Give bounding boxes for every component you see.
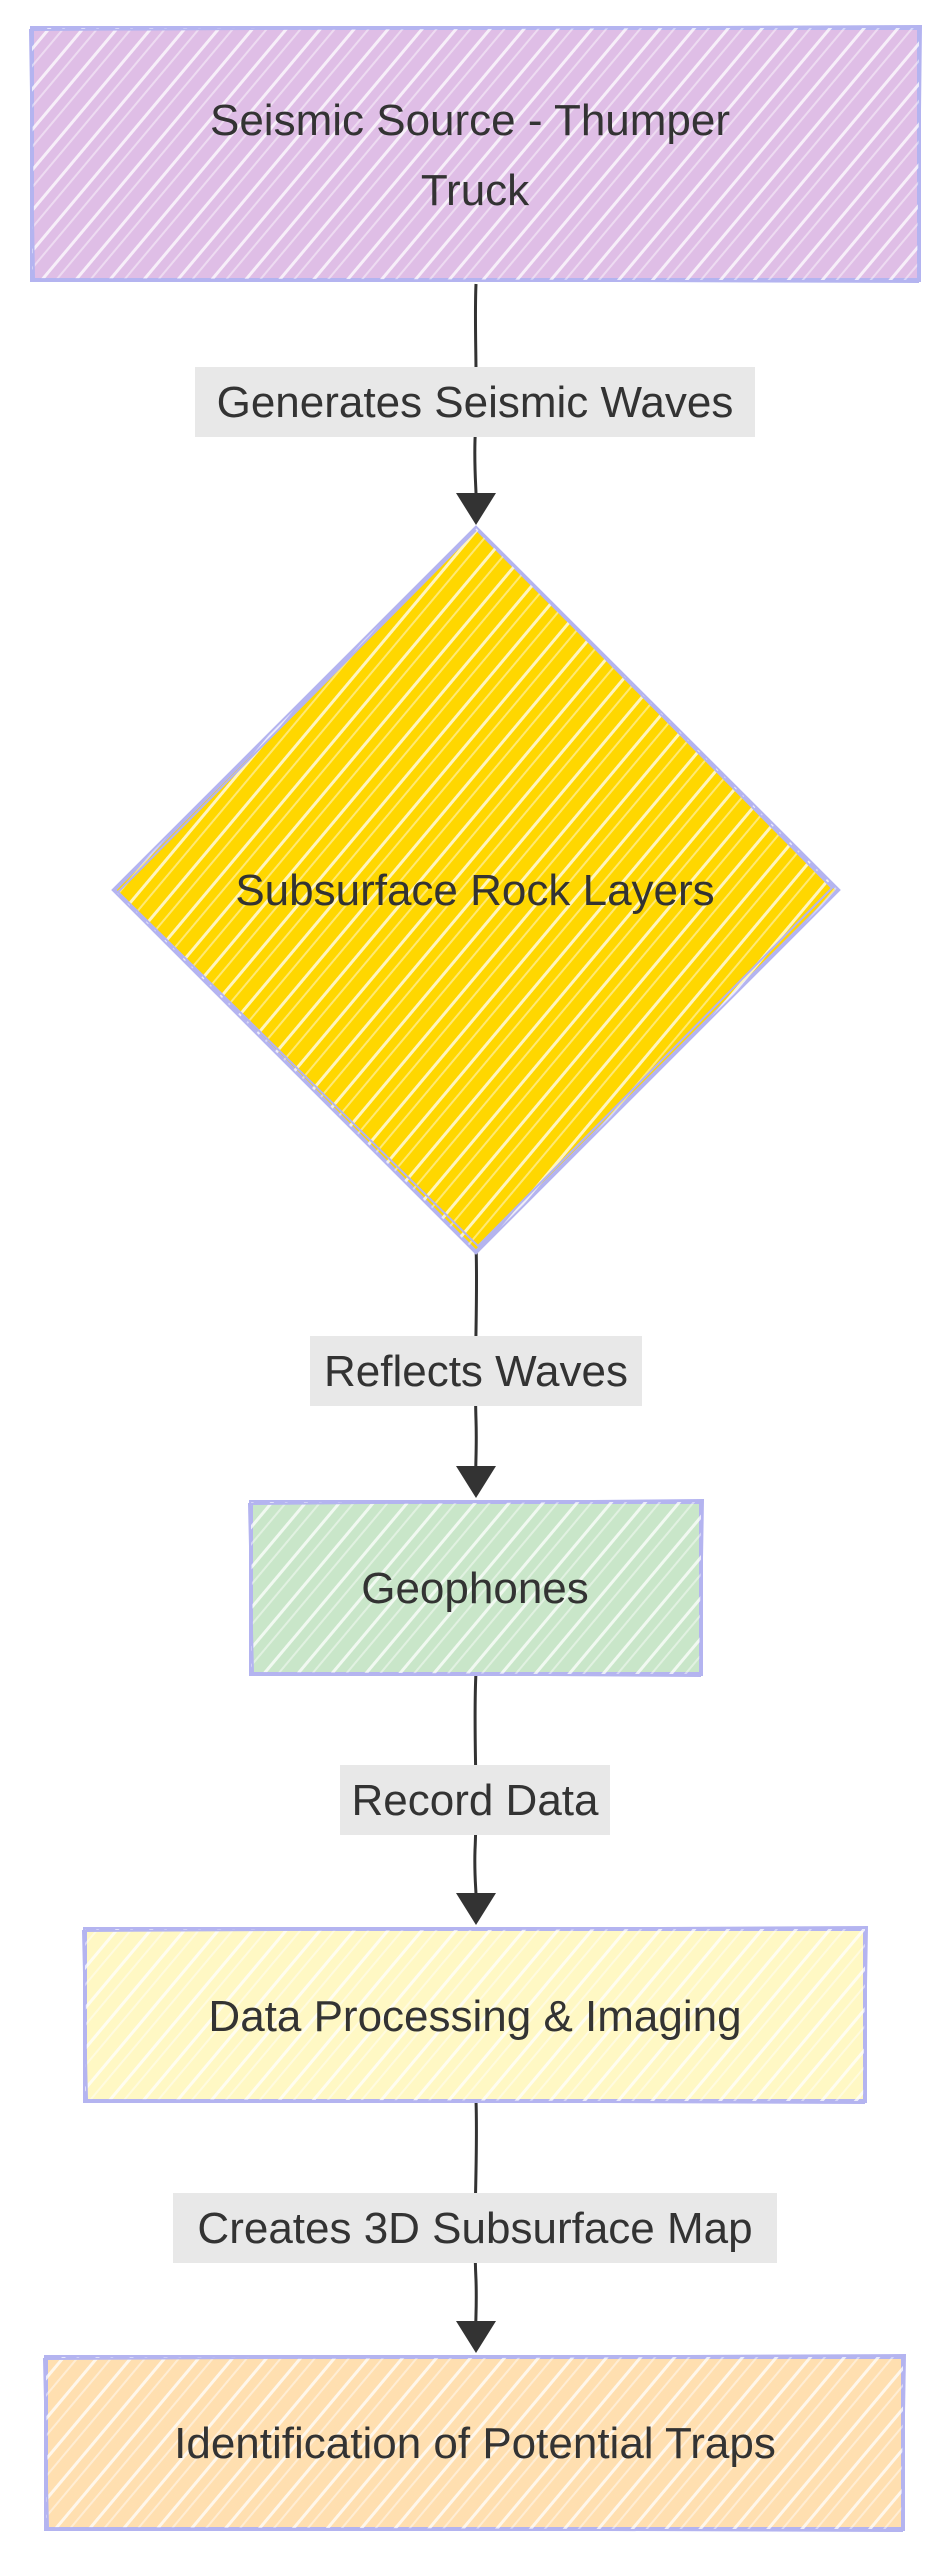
edge-label-bg [340, 1765, 610, 1835]
edge-label-bg [195, 367, 755, 437]
arrowhead-icon [456, 1466, 496, 1498]
edge-label-creates-3d-subsurface-map: Creates 3D Subsurface Map [197, 2204, 752, 2253]
node-hatch [46, 2357, 903, 2529]
node-sketch-outline [28, 24, 923, 284]
node-sketch-outline [247, 1498, 705, 1678]
edge-rock-to-geophones: Reflects Waves [310, 1244, 642, 1498]
edge-processing-to-traps: Creates 3D Subsurface Map [173, 2099, 777, 2353]
arrowhead-icon [456, 1893, 496, 1925]
node-label-line-1: Seismic Source - Thumper [210, 96, 730, 145]
node-label: Subsurface Rock Layers [235, 866, 714, 915]
node-sketch-outline [42, 2353, 907, 2533]
edge-label-reflects-waves: Reflects Waves [324, 1347, 628, 1396]
node-label: Geophones [361, 1564, 589, 1613]
node-label: Data Processing & Imaging [208, 1992, 741, 2041]
node-data-processing: Data Processing & Imaging [81, 1925, 869, 2105]
edge-geophones-to-processing: Record Data [340, 1671, 610, 1925]
node-hatch [32, 28, 919, 280]
arrowhead-icon [456, 493, 496, 525]
node-hatch [85, 1929, 865, 2101]
node-hatch [114, 528, 838, 1252]
edge-label-generates-seismic-waves: Generates Seismic Waves [217, 378, 734, 427]
edge-source-to-rock: Generates Seismic Waves [195, 283, 755, 525]
node-seismic-source: Seismic Source - Thumper Truck [28, 24, 923, 284]
node-label-line-2: Truck [421, 166, 530, 215]
node-identification-traps: Identification of Potential Traps [42, 2353, 907, 2533]
arrowhead-icon [456, 2321, 496, 2353]
node-subsurface-rock-layers: Subsurface Rock Layers [111, 525, 841, 1255]
node-label: Identification of Potential Traps [174, 2419, 776, 2468]
node-sketch-outline [81, 1925, 869, 2105]
edge-label-bg [310, 1336, 642, 1406]
edge-label-bg [173, 2193, 777, 2263]
node-geophones: Geophones [247, 1498, 705, 1678]
edge-label-record-data: Record Data [351, 1776, 599, 1825]
node-sketch-outline [116, 529, 834, 1248]
node-hatch [251, 1502, 701, 1674]
